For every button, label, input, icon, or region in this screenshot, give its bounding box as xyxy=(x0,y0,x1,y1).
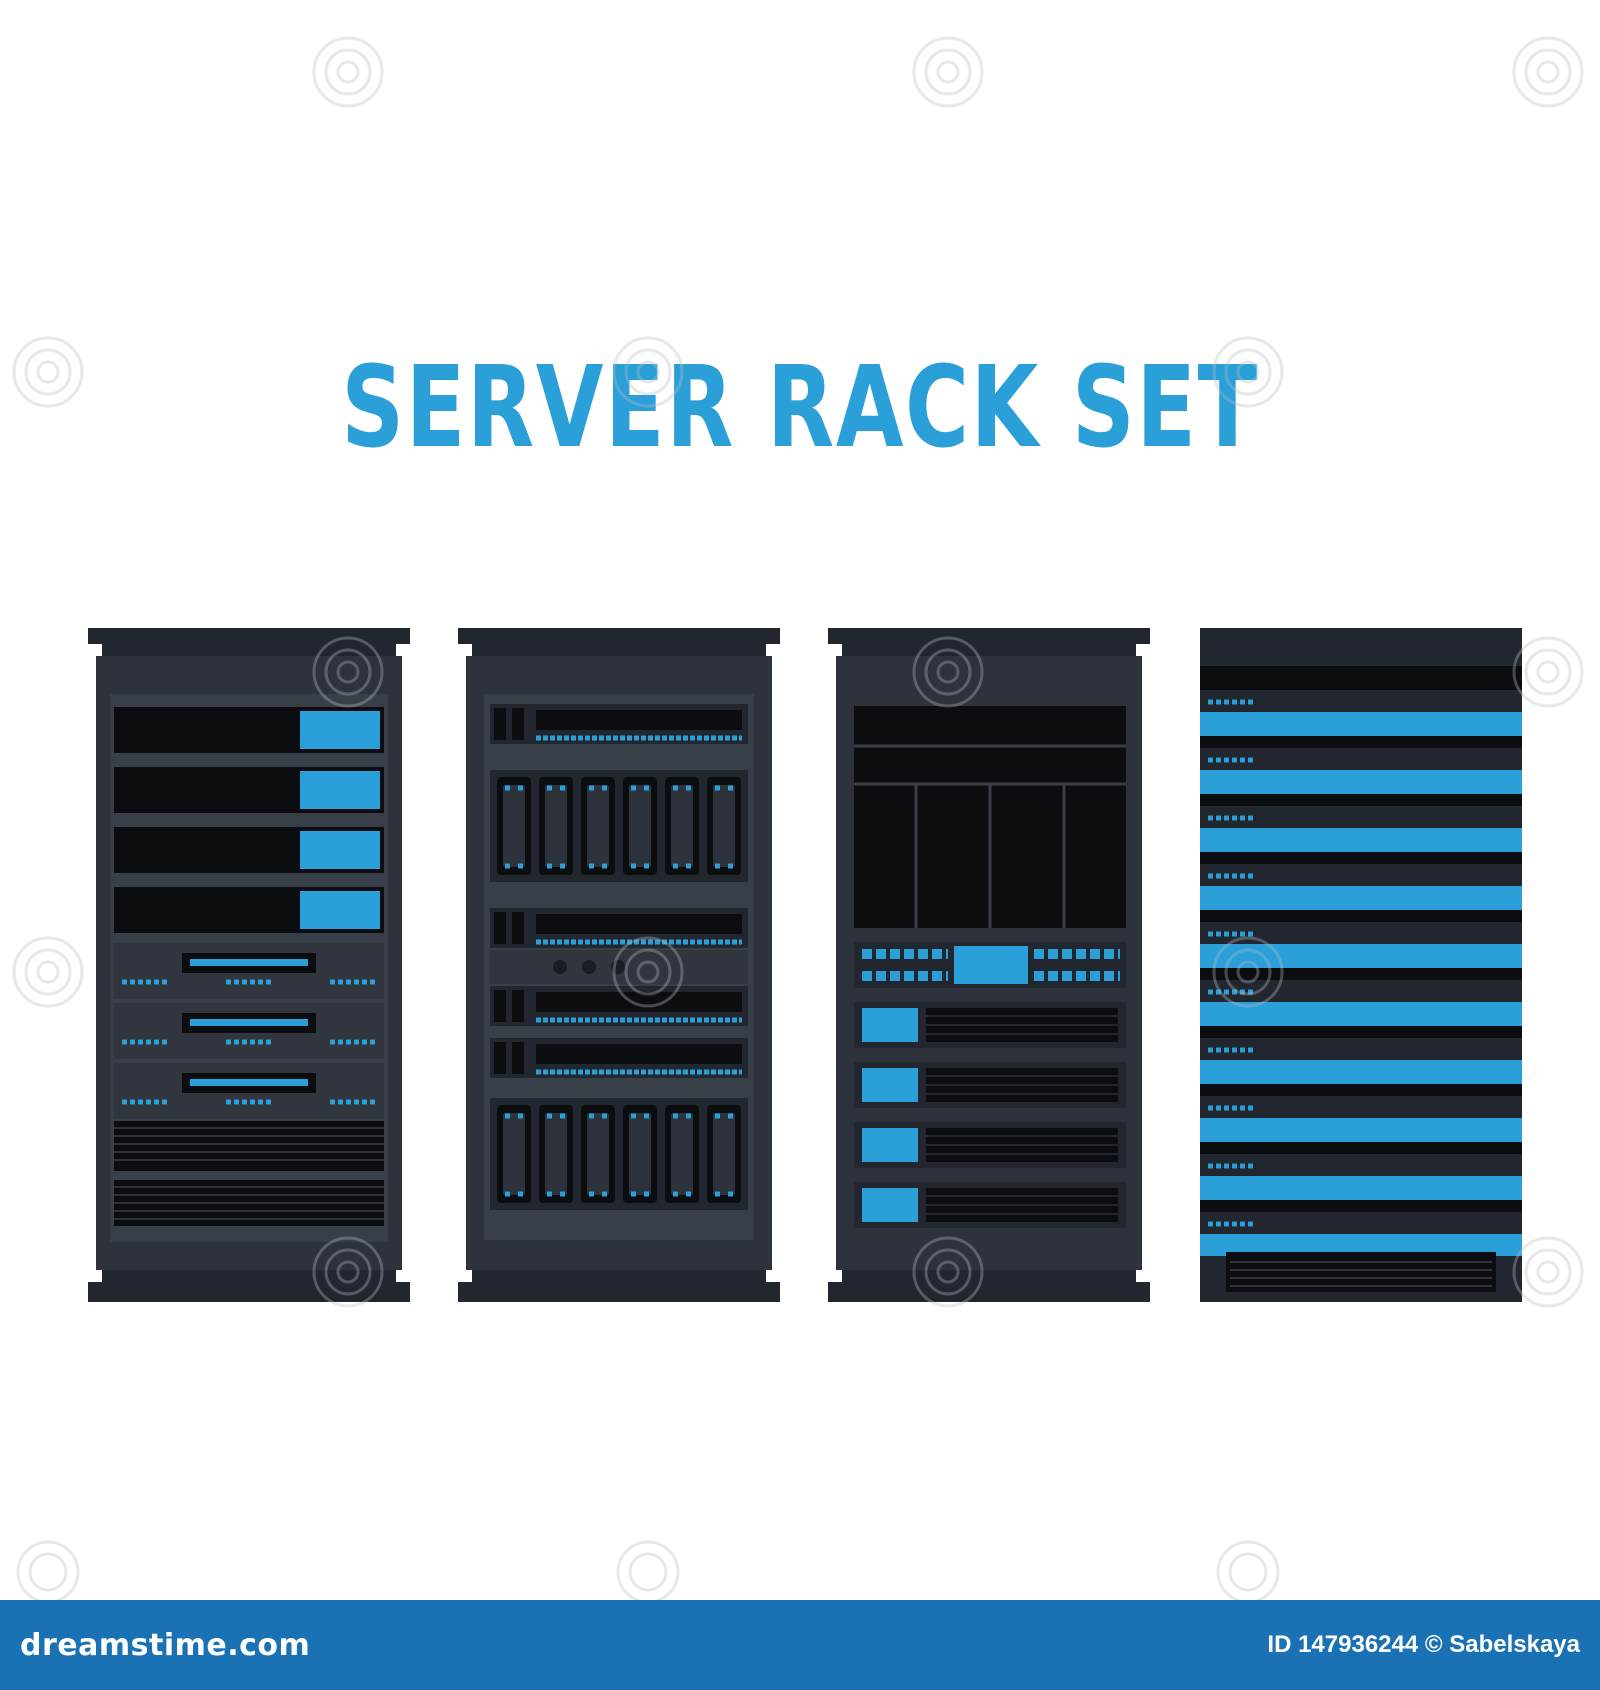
spiral-watermark-icon xyxy=(12,336,84,408)
server-rack-set-illustration xyxy=(12,36,1584,1600)
blade-8 xyxy=(1200,1096,1522,1142)
spiral-watermark-icon xyxy=(1512,1236,1584,1308)
server-rack-1 xyxy=(88,628,410,1302)
blade-10 xyxy=(1200,1212,1522,1256)
spiral-watermark-icon xyxy=(312,36,384,108)
spiral-watermark-icon xyxy=(312,636,384,708)
server-unit-3 xyxy=(114,1063,384,1119)
blade-4 xyxy=(1200,864,1522,910)
spiral-watermark-icon xyxy=(912,36,984,108)
spiral-watermark-icon xyxy=(612,936,684,1008)
server-rack-3 xyxy=(828,628,1150,1302)
spiral-watermark-icon xyxy=(1216,1540,1280,1600)
drive-bay-1 xyxy=(114,707,384,753)
blade-1 xyxy=(1200,690,1522,736)
footer-credit: ID 147936244 © Sabelskaya xyxy=(1267,1631,1580,1658)
drive-bay-4 xyxy=(114,887,384,933)
server-unit-1 xyxy=(114,943,384,999)
server-rack-4 xyxy=(1200,628,1522,1302)
drive-unit-4 xyxy=(854,1182,1126,1228)
vent-panel-1 xyxy=(114,1121,384,1171)
drive-unit-2 xyxy=(854,1062,1126,1108)
switch-unit-4 xyxy=(490,1038,748,1078)
switch-unit-2 xyxy=(490,908,748,948)
spiral-watermark-icon xyxy=(1512,36,1584,108)
vent-panel-2 xyxy=(114,1180,384,1226)
spiral-watermark-icon xyxy=(612,336,684,408)
spiral-watermark-icon xyxy=(312,1236,384,1308)
spiral-watermark-icon xyxy=(1212,336,1284,408)
server-rack-2 xyxy=(458,628,780,1302)
footer-brand[interactable]: dreamstime.com xyxy=(20,1627,311,1663)
base-vent xyxy=(1200,1252,1522,1302)
spiral-watermark-icon xyxy=(616,1540,680,1600)
spiral-watermark-icons xyxy=(12,36,1584,1600)
spiral-watermark-icon xyxy=(912,1236,984,1308)
footer-bar: dreamstime.com ID 147936244 © Sabelskaya xyxy=(0,1600,1600,1690)
spiral-watermark-icon xyxy=(16,1540,80,1600)
blade-7 xyxy=(1200,1038,1522,1084)
power-unit xyxy=(490,950,748,984)
blade-2 xyxy=(1200,748,1522,794)
hdd-array-1 xyxy=(490,770,748,882)
blade-6 xyxy=(1200,980,1522,1026)
server-unit-2 xyxy=(114,1003,384,1059)
hdd-array-2 xyxy=(490,1098,748,1210)
spiral-watermark-icon xyxy=(1512,636,1584,708)
blade-9 xyxy=(1200,1154,1522,1200)
patch-panel xyxy=(854,942,1126,988)
drive-bay-2 xyxy=(114,767,384,813)
switch-unit-1 xyxy=(490,704,748,744)
blade-5 xyxy=(1200,922,1522,968)
storage-bay-panel xyxy=(854,706,1126,928)
spiral-watermark-icon xyxy=(1212,936,1284,1008)
spiral-watermark-icon xyxy=(12,936,84,1008)
blade-3 xyxy=(1200,806,1522,852)
spiral-watermark-icon xyxy=(912,636,984,708)
switch-unit-3 xyxy=(490,986,748,1026)
page-title: SERVER RACK SET xyxy=(341,343,1259,473)
drive-unit-3 xyxy=(854,1122,1126,1168)
drive-unit-1 xyxy=(854,1002,1126,1048)
drive-bay-3 xyxy=(114,827,384,873)
